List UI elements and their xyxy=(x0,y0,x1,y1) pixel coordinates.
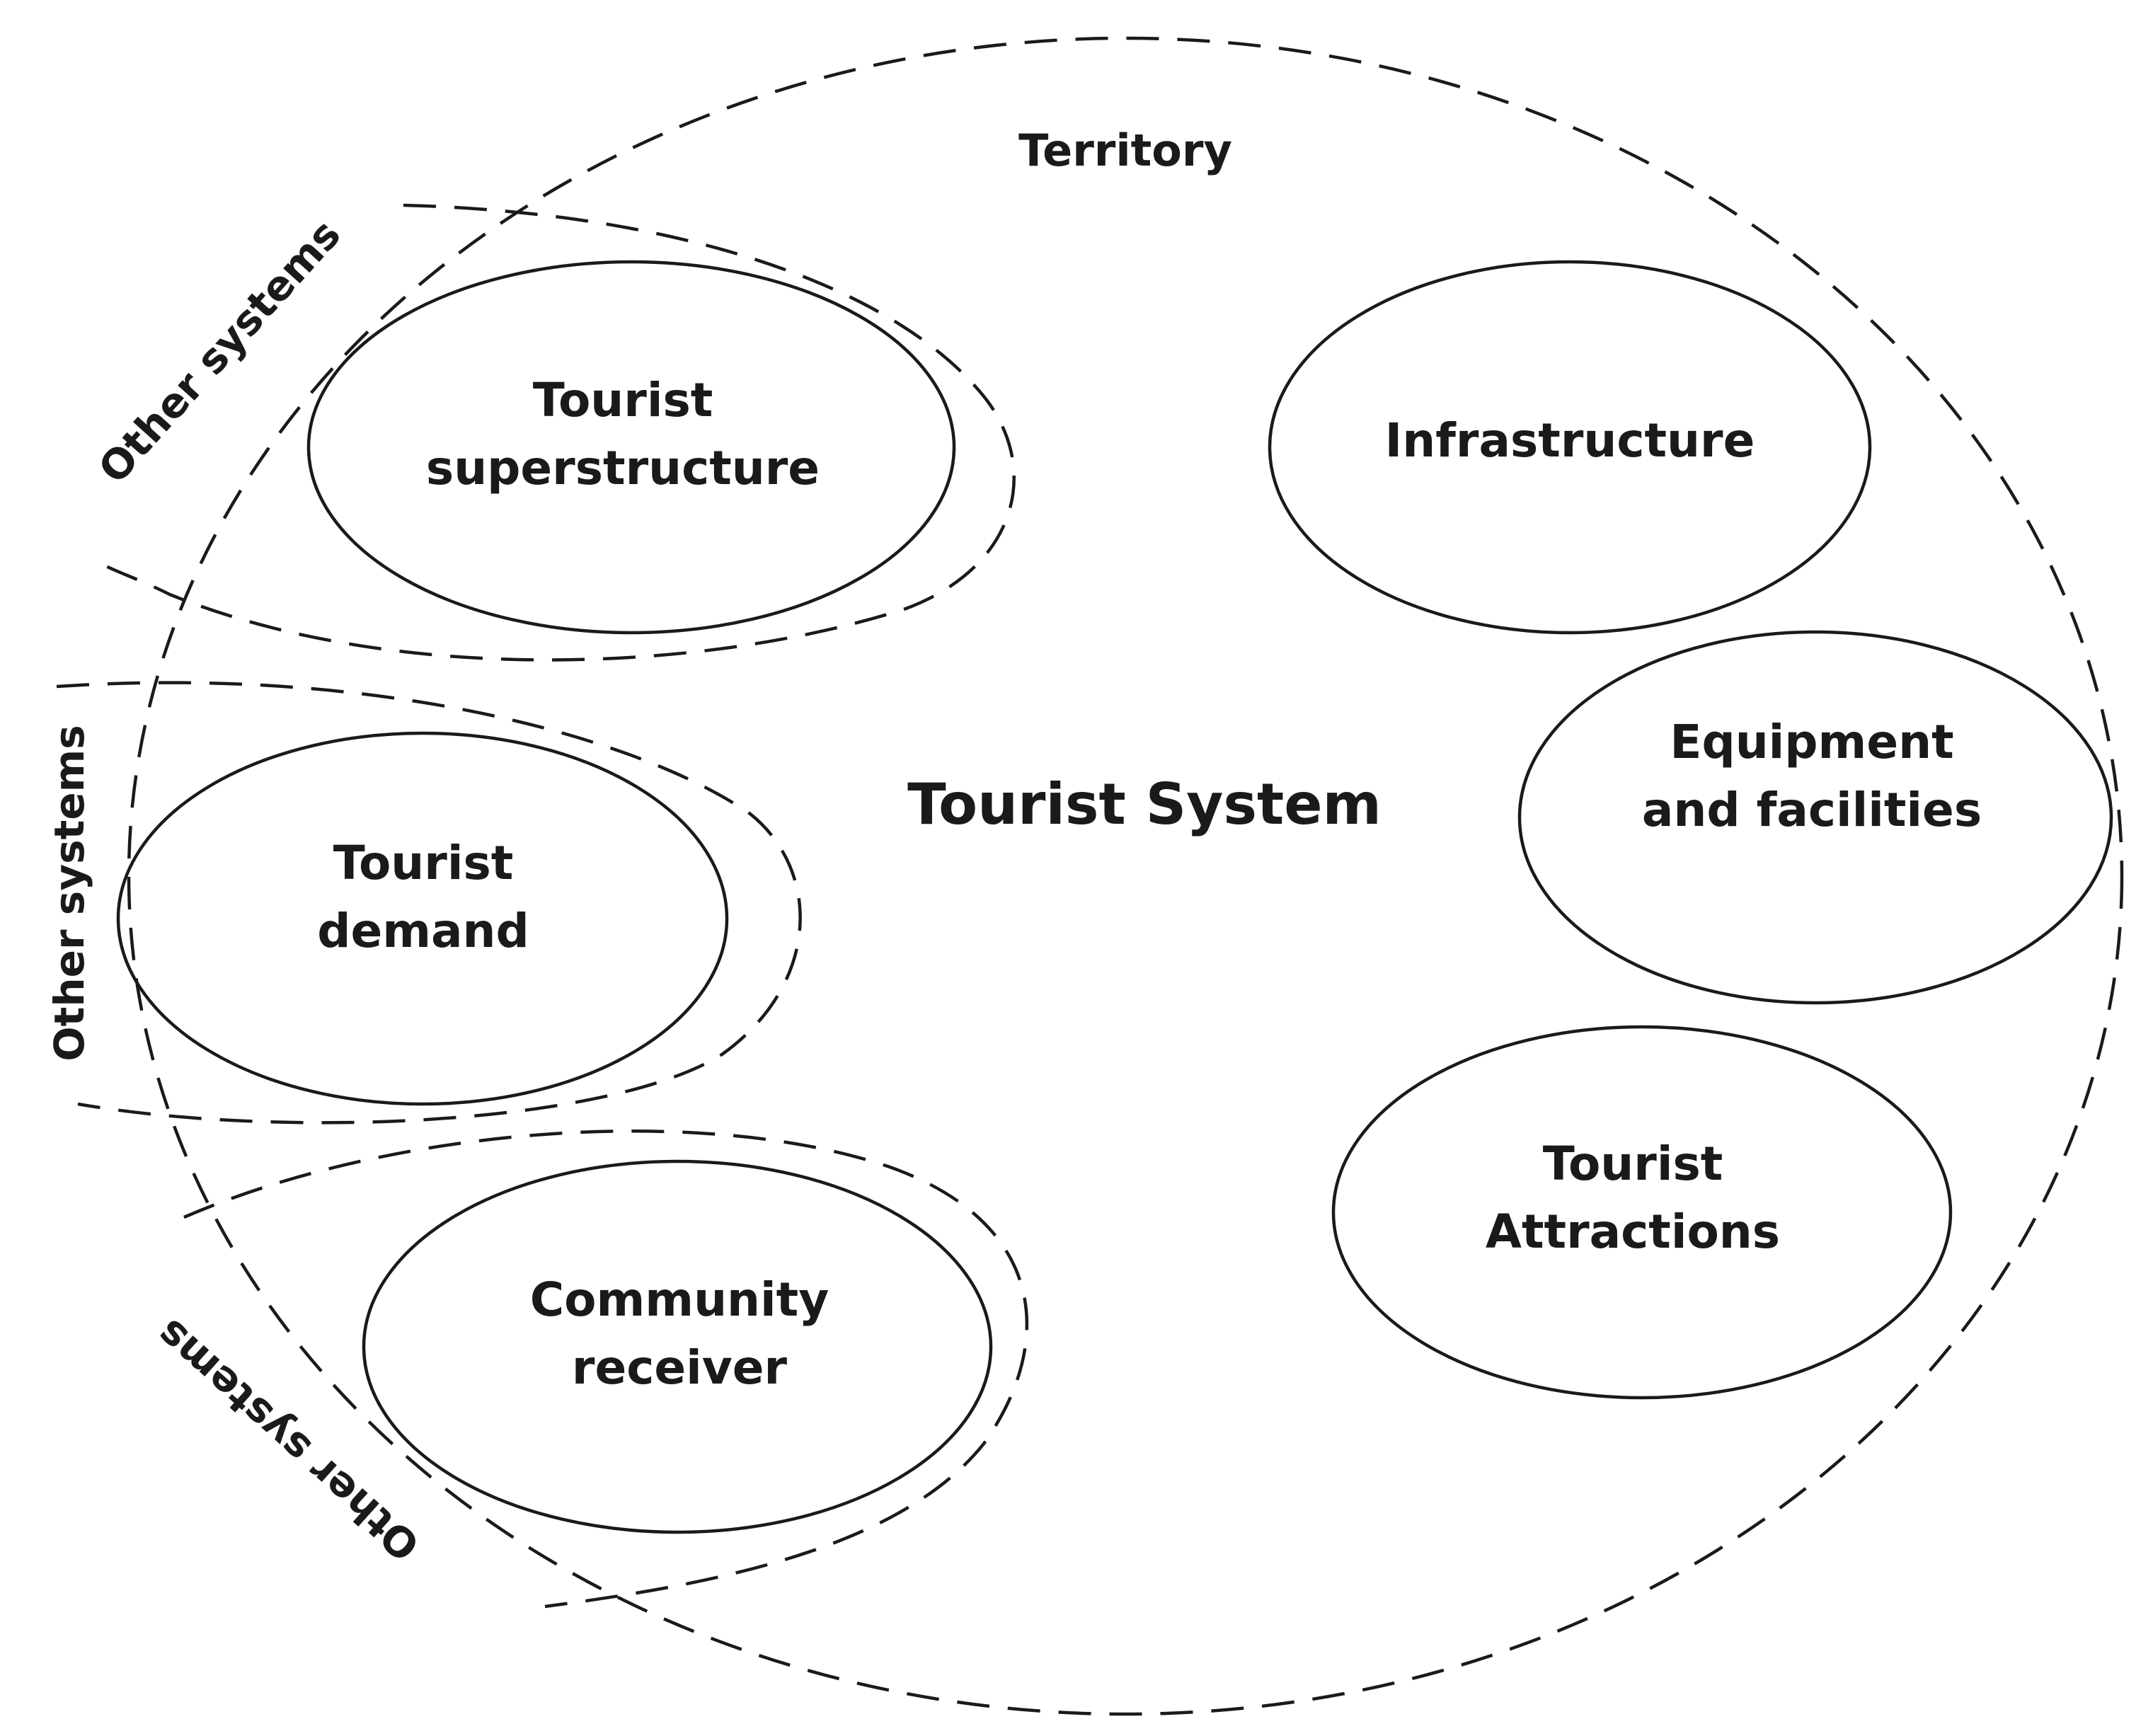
other-systems-label-top: Other systems xyxy=(89,210,350,493)
equipment-facilities-label-line1: Equipment xyxy=(1670,715,1953,769)
diagram-title: Tourist System xyxy=(907,771,1382,837)
community-receiver-label-line2: receiver xyxy=(572,1340,788,1395)
infrastructure-ellipse xyxy=(1268,260,1872,635)
community-receiver-ellipse xyxy=(362,1159,993,1534)
tourist-demand-label-line1: Tourist xyxy=(333,836,514,890)
other-systems-boundary-top xyxy=(105,203,1016,662)
equipment-facilities-ellipse xyxy=(1517,630,2113,1005)
other-systems-boundary-bottom xyxy=(183,1129,1029,1609)
tourist-superstructure-label-line2: superstructure xyxy=(426,441,820,495)
tourist-attractions-ellipse xyxy=(1331,1025,1953,1400)
territory-label: Territory xyxy=(1018,125,1232,176)
tourist-attractions-label-line2: Attractions xyxy=(1486,1205,1780,1259)
other-systems-label-middle: Other systems xyxy=(45,725,93,1061)
infrastructure-label: Infrastructure xyxy=(1385,413,1755,468)
tourist-demand-ellipse xyxy=(116,731,729,1106)
equipment-facilities-label-line2: and facilities xyxy=(1642,783,1982,837)
territory-boundary xyxy=(127,36,2124,1716)
tourist-attractions-label-line1: Tourist xyxy=(1543,1137,1723,1191)
tourist-superstructure-ellipse xyxy=(306,260,956,635)
other-systems-boundary-middle xyxy=(56,681,802,1125)
tourist-demand-label-line2: demand xyxy=(317,904,529,958)
tourist-superstructure-label-line1: Tourist xyxy=(533,373,713,427)
community-receiver-label-line1: Community xyxy=(530,1272,829,1327)
